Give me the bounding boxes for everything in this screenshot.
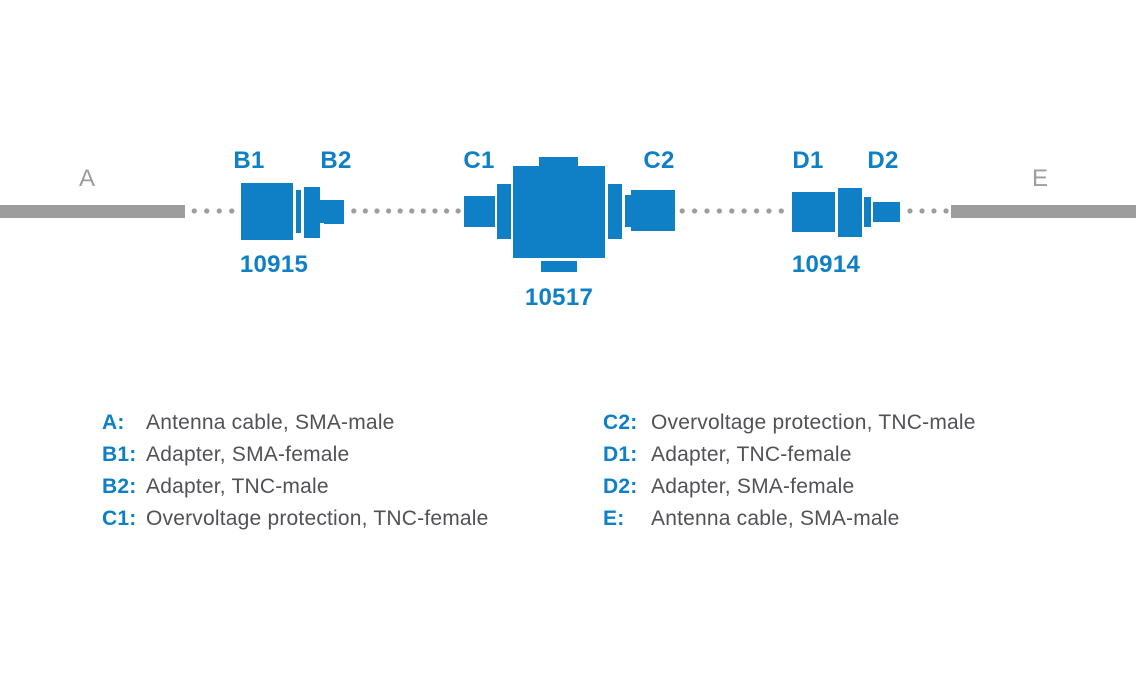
legend-key: D2: bbox=[603, 475, 638, 498]
label-connector-d2: D2 bbox=[867, 147, 899, 174]
legend-key: B2: bbox=[102, 475, 137, 498]
legend-key: D1: bbox=[603, 443, 638, 466]
label-connector-b2: B2 bbox=[320, 147, 352, 174]
legend-key: E: bbox=[603, 507, 625, 530]
adapter-b2-body bbox=[304, 187, 320, 238]
legend-item: B1: Adapter, SMA-female bbox=[102, 439, 489, 471]
adapter-d1-body bbox=[792, 192, 835, 232]
adapter-d2-neck bbox=[864, 197, 871, 227]
legend-column-left: A: Antenna cable, SMA-male B1: Adapter, … bbox=[102, 407, 489, 535]
label-connector-c1: C1 bbox=[463, 147, 495, 174]
part-number-10914: 10914 bbox=[791, 251, 861, 278]
protector-left-flange bbox=[497, 184, 511, 239]
protector-top-tab bbox=[539, 157, 578, 167]
legend-key: B1: bbox=[102, 443, 137, 466]
legend-item: B2: Adapter, TNC-male bbox=[102, 471, 489, 503]
adapter-d2-plug bbox=[873, 202, 900, 222]
part-number-10915: 10915 bbox=[239, 251, 309, 278]
legend-desc: Overvoltage protection, TNC-female bbox=[146, 507, 489, 530]
dotted-connector bbox=[676, 208, 788, 214]
legend-key: A: bbox=[102, 411, 125, 434]
protector-right-flange bbox=[608, 184, 622, 239]
legend-desc: Adapter, TNC-male bbox=[146, 475, 329, 498]
legend-column-right: C2: Overvoltage protection, TNC-male D1:… bbox=[603, 407, 976, 535]
adapter-b1-body bbox=[241, 183, 293, 240]
label-cable-e: E bbox=[1031, 165, 1048, 192]
legend-desc: Antenna cable, SMA-male bbox=[651, 507, 900, 530]
protector-c2-plug bbox=[631, 190, 675, 231]
antenna-cable-a bbox=[0, 205, 185, 218]
legend-item: D2: Adapter, SMA-female bbox=[603, 471, 976, 503]
dotted-connector bbox=[188, 208, 236, 214]
legend-desc: Adapter, SMA-female bbox=[651, 475, 855, 498]
legend-key: C2: bbox=[603, 411, 638, 434]
legend-desc: Overvoltage protection, TNC-male bbox=[651, 411, 976, 434]
adapter-b-coupling-ring bbox=[296, 190, 301, 233]
legend-item: A: Antenna cable, SMA-male bbox=[102, 407, 489, 439]
dotted-connector bbox=[904, 208, 950, 214]
legend-desc: Adapter, TNC-female bbox=[651, 443, 852, 466]
legend-item: C1: Overvoltage protection, TNC-female bbox=[102, 503, 489, 535]
legend-item: E: Antenna cable, SMA-male bbox=[603, 503, 976, 535]
protector-main-body bbox=[513, 166, 605, 258]
adapter-d-coupling bbox=[838, 188, 862, 237]
protector-bottom-tab bbox=[541, 261, 577, 272]
legend-desc: Antenna cable, SMA-male bbox=[146, 411, 395, 434]
adapter-b2-plug bbox=[324, 200, 344, 224]
legend-item: D1: Adapter, TNC-female bbox=[603, 439, 976, 471]
protector-c2-neck bbox=[625, 195, 631, 227]
dotted-connector bbox=[348, 208, 464, 214]
label-connector-d1: D1 bbox=[792, 147, 824, 174]
legend-item: C2: Overvoltage protection, TNC-male bbox=[603, 407, 976, 439]
label-connector-c2: C2 bbox=[643, 147, 675, 174]
label-connector-b1: B1 bbox=[233, 147, 265, 174]
legend-desc: Adapter, SMA-female bbox=[146, 443, 350, 466]
adapter-b2-neck bbox=[320, 200, 324, 223]
legend-key: C1: bbox=[102, 507, 137, 530]
label-cable-a: A bbox=[78, 165, 95, 192]
protector-c1-plug bbox=[464, 196, 495, 227]
antenna-cable-e bbox=[951, 205, 1136, 218]
part-number-10517: 10517 bbox=[524, 284, 594, 311]
